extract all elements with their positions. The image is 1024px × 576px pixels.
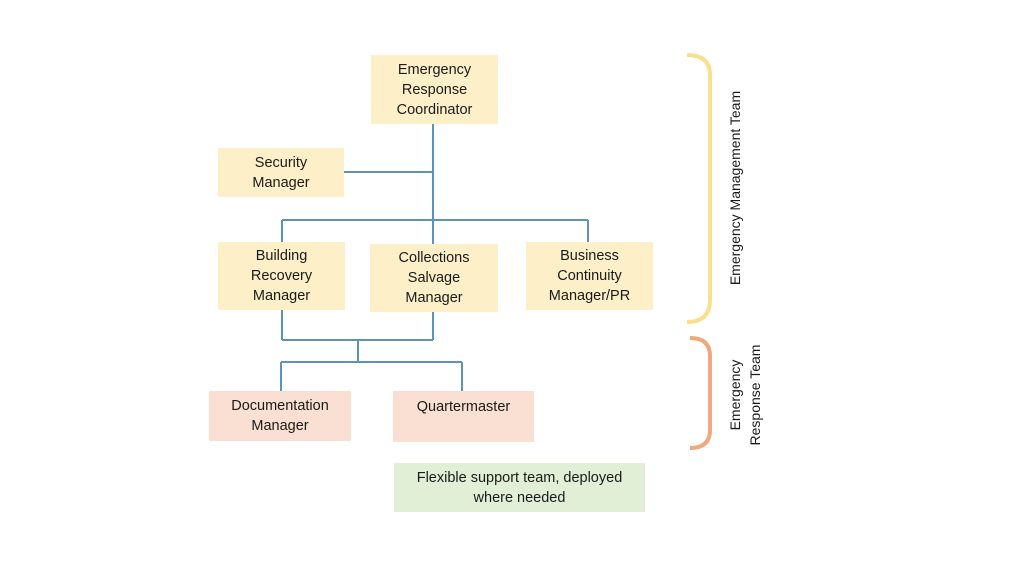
node-building-recovery-manager: Building Recovery Manager bbox=[218, 242, 345, 310]
node-security-manager: Security Manager bbox=[218, 148, 344, 197]
node-collections-salvage-manager: Collections Salvage Manager bbox=[370, 244, 498, 312]
node-emergency-response-coordinator: Emergency Response Coordinator bbox=[371, 55, 498, 124]
node-flexible-support-team: Flexible support team, deployed where ne… bbox=[394, 463, 645, 512]
response-team-bracket bbox=[689, 336, 712, 450]
node-business-continuity-manager: Business Continuity Manager/PR bbox=[526, 242, 653, 310]
label-emergency-response-team: Emergency Response Team bbox=[727, 344, 763, 446]
node-documentation-manager: Documentation Manager bbox=[209, 391, 351, 441]
label-emergency-management-team: Emergency Management Team bbox=[727, 90, 743, 286]
management-team-bracket bbox=[686, 53, 712, 324]
node-quartermaster: Quartermaster bbox=[393, 391, 534, 442]
